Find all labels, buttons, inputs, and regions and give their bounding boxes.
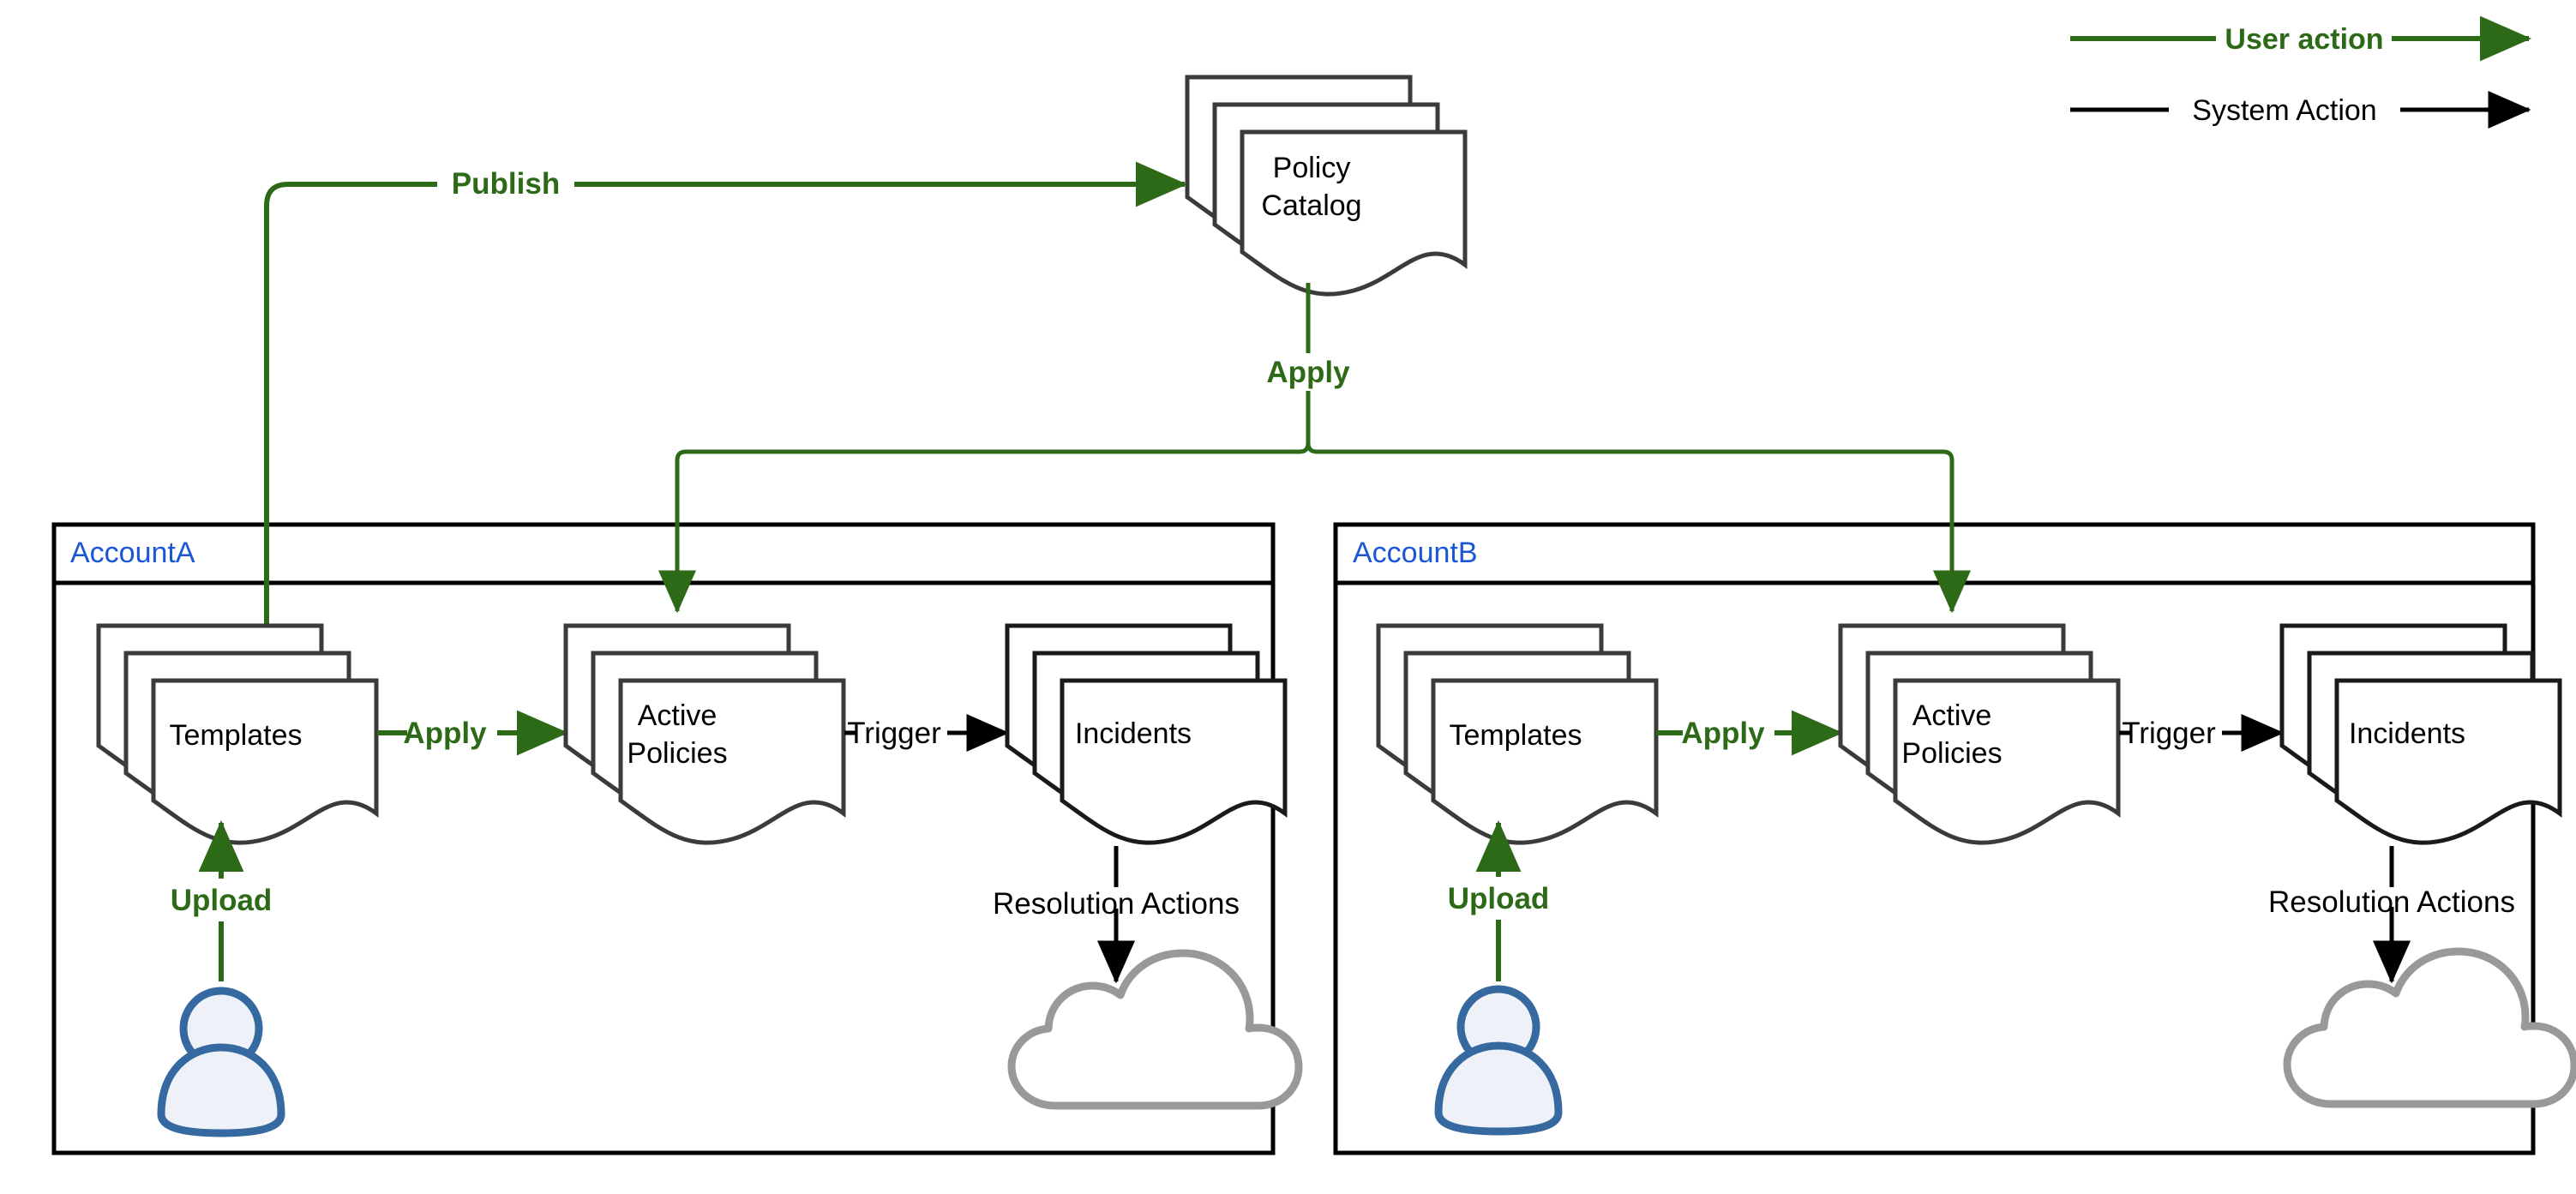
resolution-actions-a-label: Resolution Actions <box>993 887 1240 921</box>
document-stack-icon <box>1187 77 1465 294</box>
trigger-a-label: Trigger <box>847 717 941 750</box>
publish-connector <box>264 161 1187 626</box>
account-b-label: AccountB <box>1353 537 1478 569</box>
edge-resolution-actions-a: Resolution Actions <box>993 846 1240 984</box>
active-policies-a-label-line2: Policies <box>627 737 727 770</box>
legend-item-user-action: User action <box>2070 15 2531 62</box>
account-a-label: AccountA <box>70 537 195 569</box>
policy-catalog-label-line1: Policy <box>1273 152 1351 184</box>
templates-a-label: Templates <box>170 719 303 752</box>
active-policies-b-label-line2: Policies <box>1901 737 2002 770</box>
resolution-actions-b-label: Resolution Actions <box>2268 885 2515 919</box>
apply-branch-account-b <box>1306 442 1971 614</box>
account-b-contents: Templates Apply Active Policies <box>1378 626 2576 1136</box>
publish-label: Publish <box>452 167 560 201</box>
node-incidents-a[interactable]: Incidents <box>1007 626 1285 843</box>
policy-catalog-label-line2: Catalog <box>1261 189 1361 222</box>
legend-user-action-label: User action <box>2225 23 2383 56</box>
legend-system-action-label: System Action <box>2192 94 2376 127</box>
node-incidents-b[interactable]: Incidents <box>2282 626 2560 843</box>
active-policies-b-label-line1: Active <box>1912 699 1992 732</box>
active-policies-a-label-line1: Active <box>638 699 718 732</box>
upload-a-label: Upload <box>171 884 273 917</box>
edge-apply-a: Apply <box>377 710 568 756</box>
node-templates-a[interactable]: Templates <box>99 626 376 843</box>
cloud-icon[interactable] <box>1007 949 1303 1110</box>
edge-trigger-b: Trigger <box>2119 714 2285 752</box>
legend-item-system-action: System Action <box>2070 91 2531 129</box>
templates-b-label: Templates <box>1450 719 1582 752</box>
apply-broadcast-label-bg <box>1253 353 1361 391</box>
edge-apply-b: Apply <box>1656 710 1843 756</box>
edge-apply-broadcast: Apply <box>658 283 1971 614</box>
account-a-contents: Templates Apply Active Policies <box>99 626 1303 1137</box>
upload-b-label: Upload <box>1448 882 1550 915</box>
edge-trigger-a: Trigger <box>844 714 1010 752</box>
edge-upload-a: Upload <box>171 820 273 981</box>
incidents-b-label: Incidents <box>2349 717 2465 750</box>
edge-resolution-actions-b: Resolution Actions <box>2268 846 2515 984</box>
cloud-icon[interactable] <box>2283 947 2576 1108</box>
node-policy-catalog[interactable]: Policy Catalog <box>1187 77 1465 294</box>
trigger-b-label: Trigger <box>2122 717 2216 750</box>
apply-b-label: Apply <box>1681 717 1765 750</box>
apply-a-label: Apply <box>403 717 487 750</box>
user-person-icon[interactable] <box>157 987 285 1137</box>
incidents-a-label: Incidents <box>1075 717 1192 750</box>
node-templates-b[interactable]: Templates <box>1378 626 1656 843</box>
edge-publish: Publish <box>264 161 1187 626</box>
node-active-policies-b[interactable]: Active Policies <box>1840 626 2118 843</box>
edge-upload-b: Upload <box>1448 820 1550 981</box>
node-active-policies-a[interactable]: Active Policies <box>566 626 844 843</box>
apply-broadcast-label: Apply <box>1266 356 1350 389</box>
user-person-icon[interactable] <box>1434 985 1563 1136</box>
legend: User action System Action <box>2070 15 2531 129</box>
publish-label-bg <box>437 165 574 202</box>
